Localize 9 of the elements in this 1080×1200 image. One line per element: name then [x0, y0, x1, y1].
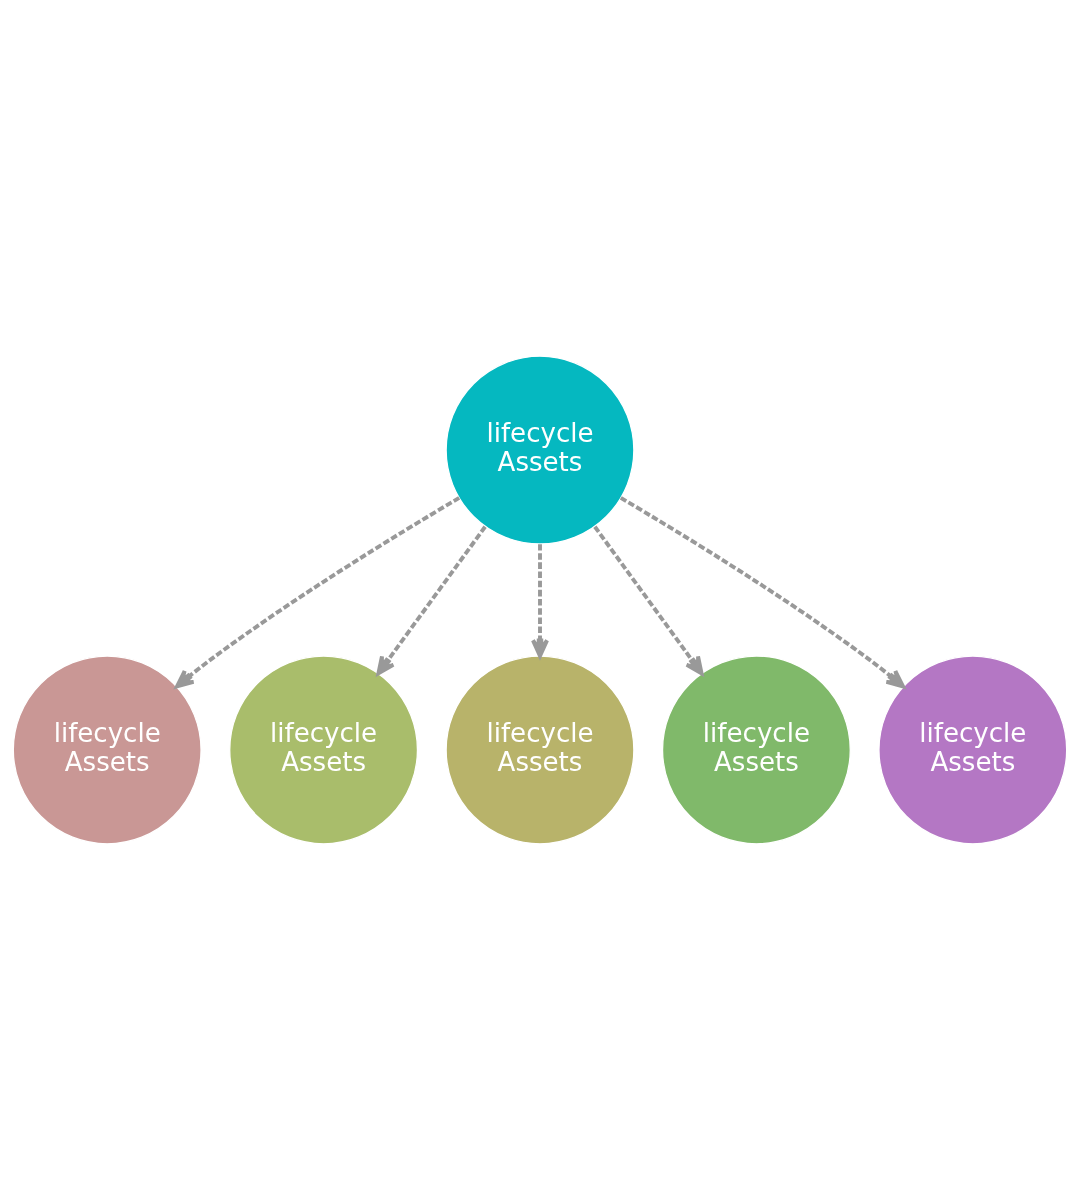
arrow: [593, 525, 704, 676]
arrow: [531, 544, 549, 658]
arrow: [376, 525, 487, 676]
node-circle: lifecycle Assets: [878, 655, 1068, 845]
arrow: [619, 496, 905, 689]
arrow: [175, 496, 461, 689]
node-circle: lifecycle Assets: [445, 655, 635, 845]
node-circle: lifecycle Assets: [12, 655, 202, 845]
node-circle: lifecycle Assets: [445, 355, 635, 545]
